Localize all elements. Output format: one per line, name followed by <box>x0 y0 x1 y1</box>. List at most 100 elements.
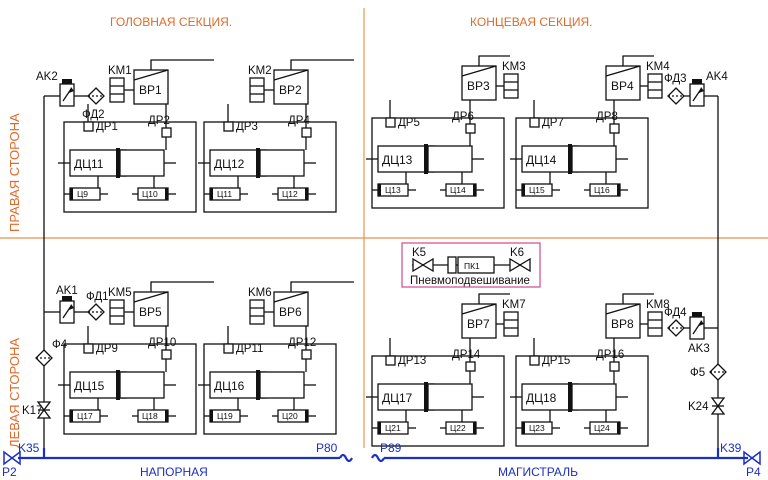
drb-label: ДP14 <box>452 349 481 361</box>
km-label: KM2 <box>248 65 272 77</box>
k5-label: K5 <box>412 247 426 259</box>
k24-valve <box>710 397 726 415</box>
p80-label: P80 <box>316 441 338 455</box>
pk1-label: ПК1 <box>464 261 480 271</box>
km-label: KM1 <box>108 65 132 77</box>
vr-label: BP3 <box>467 79 490 93</box>
k24-label: K24 <box>688 401 709 413</box>
ca-label: Ц13 <box>385 185 401 195</box>
dra-label: ДP1 <box>96 121 118 133</box>
dra-label: ДP7 <box>542 117 564 129</box>
cb-label: Ц24 <box>594 423 610 433</box>
km-label: KM5 <box>108 287 132 299</box>
cb-label: Ц12 <box>282 189 298 199</box>
dra-label: ДP11 <box>236 343 263 355</box>
km-valve <box>109 299 125 325</box>
ak3-valve <box>689 312 705 340</box>
dr-reservoir-b <box>161 349 172 360</box>
ak3-label: AK3 <box>688 343 710 355</box>
k17-label: K17 <box>22 405 42 417</box>
dc-label: ДЦ14 <box>526 153 557 167</box>
dr-reservoir-a <box>223 343 234 354</box>
dra-label: ДP15 <box>542 355 570 367</box>
f5-label: Ф5 <box>690 367 705 379</box>
vr-label: BP4 <box>611 79 634 93</box>
drb-label: ДP16 <box>596 349 624 361</box>
km-valve <box>249 77 265 103</box>
cb-label: Ц16 <box>594 185 610 195</box>
f4-filter <box>35 349 53 367</box>
dra-label: ДP5 <box>398 117 420 129</box>
km-label: KM4 <box>646 61 670 73</box>
dr-reservoir-a <box>529 355 540 366</box>
k39-valve <box>743 450 761 466</box>
dr-reservoir-a <box>83 121 94 132</box>
fd2-label: ФД2 <box>82 109 105 121</box>
drb-label: ДP4 <box>288 115 310 127</box>
p2-label: P2 <box>2 465 17 479</box>
ak2-label: AK2 <box>36 71 58 83</box>
dra-label: ДP13 <box>398 355 426 367</box>
ca-label: Ц17 <box>77 411 93 421</box>
dc-label: ДЦ12 <box>214 157 245 171</box>
vr-label: BP5 <box>139 305 162 319</box>
cb-label: Ц10 <box>142 189 158 199</box>
dr-reservoir-a <box>223 121 234 132</box>
km-valve <box>647 73 663 99</box>
suspension-label: Пневмоподвешивание <box>410 275 530 287</box>
dc-label: ДЦ15 <box>74 379 105 393</box>
ca-label: Ц15 <box>529 185 545 195</box>
mainline-label: МАГИСТРАЛЬ <box>498 465 578 479</box>
cb-label: Ц20 <box>282 411 298 421</box>
p89-label: P89 <box>380 441 402 455</box>
dra-label: ДP9 <box>96 343 118 355</box>
ak1-valve <box>59 296 75 324</box>
dc-label: ДЦ11 <box>74 157 104 171</box>
drb-label: ДP12 <box>288 337 316 349</box>
dc-label: ДЦ18 <box>526 391 557 405</box>
dr-reservoir-b <box>161 127 172 138</box>
dr-reservoir-b <box>301 349 312 360</box>
air-distributor <box>133 69 169 105</box>
km-label: KM3 <box>502 61 526 73</box>
dr-reservoir-a <box>385 355 396 366</box>
fd1-label: ФД1 <box>86 291 109 303</box>
f4-label: Ф4 <box>52 339 68 351</box>
ca-label: Ц11 <box>217 189 232 199</box>
p4-label: P4 <box>746 465 761 479</box>
dr-reservoir-b <box>609 361 620 372</box>
fd3-filter <box>667 87 690 105</box>
vr-label: BP2 <box>279 83 302 97</box>
k17-valve <box>36 401 52 419</box>
dr-reservoir-a <box>529 117 540 128</box>
ak4-valve <box>689 79 705 107</box>
dr-reservoir-b <box>465 361 476 372</box>
pressure-line-label: НАПОРНАЯ <box>140 465 208 479</box>
k6-label: K6 <box>510 247 524 259</box>
vr-label: BP6 <box>279 305 302 319</box>
head-section-title: ГОЛОВНАЯ СЕКЦИЯ. <box>110 15 232 29</box>
km-valve <box>503 73 519 99</box>
k35-label: K35 <box>18 441 40 455</box>
fd4-label: ФД4 <box>664 307 687 319</box>
k39-label: K39 <box>720 441 742 455</box>
dc-label: ДЦ16 <box>214 379 245 393</box>
drb-label: ДP2 <box>148 115 170 127</box>
ca-label: Ц21 <box>385 423 401 433</box>
dc-label: ДЦ13 <box>382 153 413 167</box>
dr-reservoir-b <box>301 127 312 138</box>
km-valve <box>109 77 125 103</box>
suspension-box <box>401 242 541 288</box>
drb-label: ДP8 <box>596 111 618 123</box>
ak2-valve <box>59 79 75 107</box>
dr-reservoir-b <box>465 123 476 134</box>
k35-valve <box>3 450 21 466</box>
ak1-label: AK1 <box>56 285 78 297</box>
